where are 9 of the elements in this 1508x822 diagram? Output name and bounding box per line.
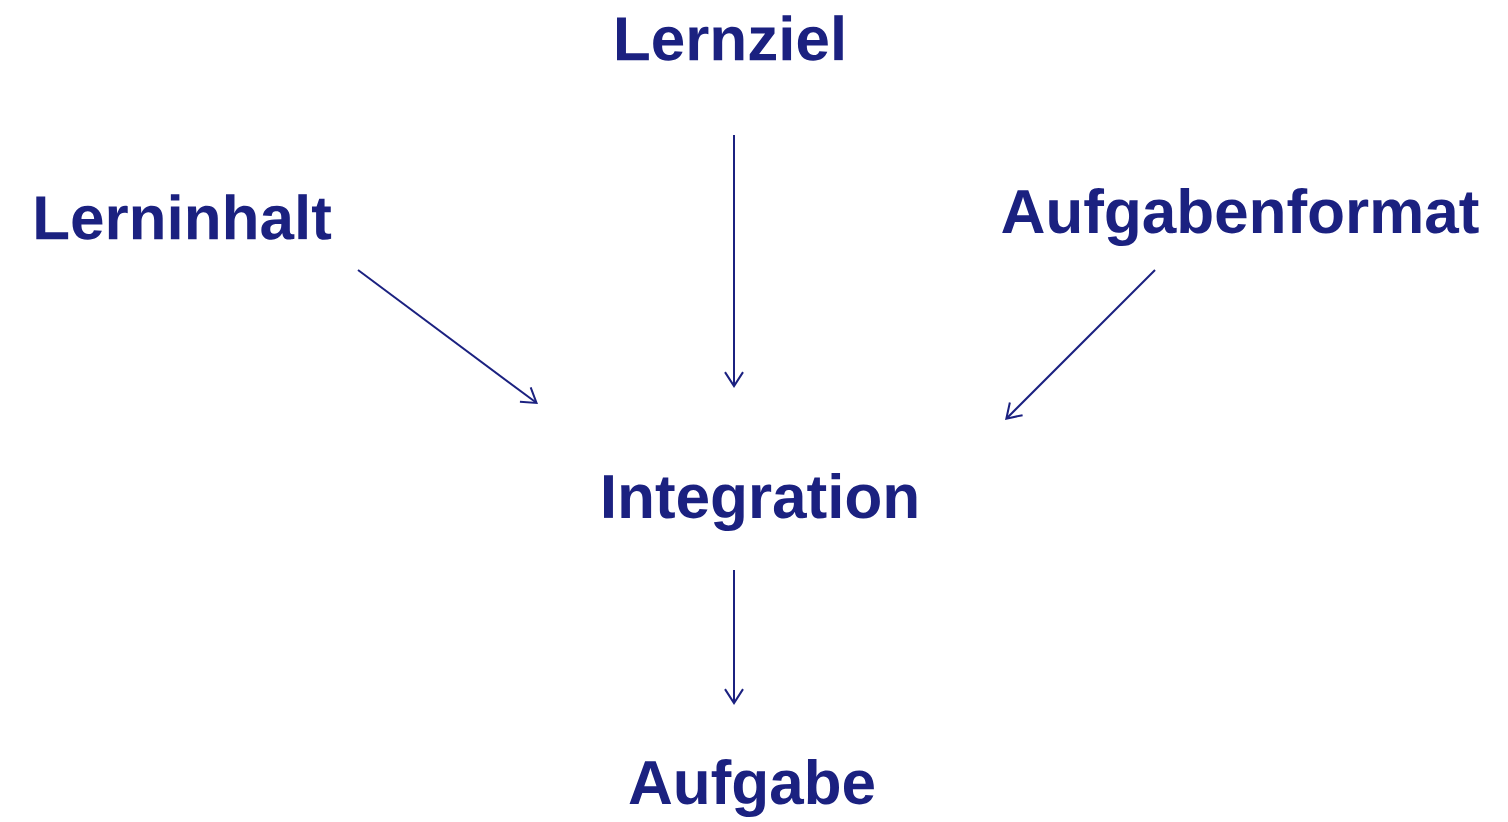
node-label: Lernziel [617,15,843,61]
arrow [1005,269,1156,420]
node-label: Aufgabe [629,758,874,818]
arrow [357,269,538,404]
arrow [724,134,744,388]
node-label: Aufgabenformat [1002,187,1479,247]
node-label: Integration [604,472,917,532]
node-label: Lerninhalt [36,194,332,240]
arrow [724,569,744,705]
